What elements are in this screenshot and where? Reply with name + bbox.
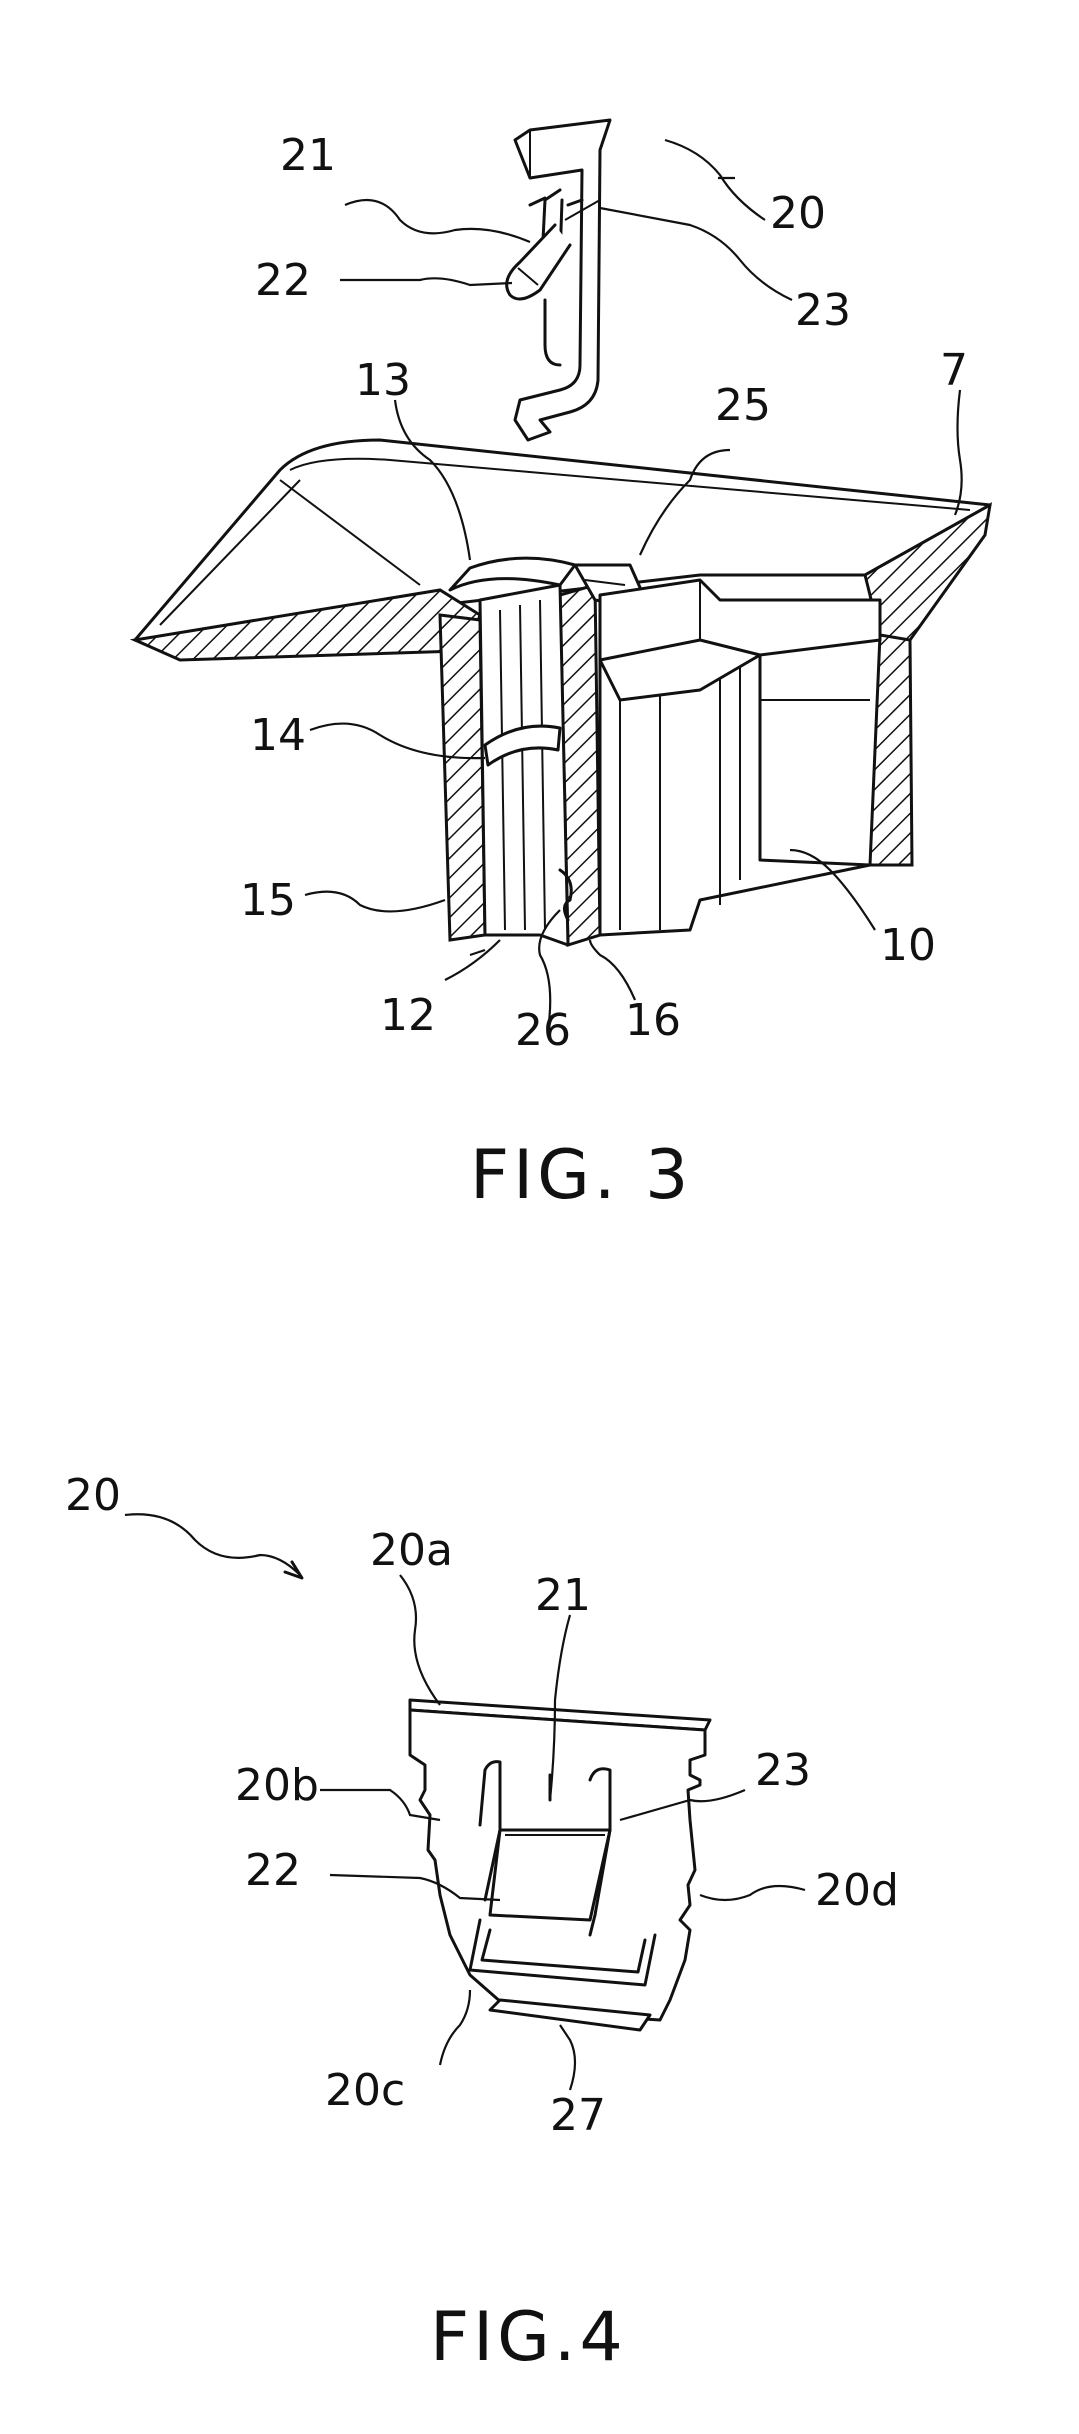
label-21: 21 <box>280 130 336 181</box>
housing-7 <box>135 440 990 945</box>
label-23-fig4: 23 <box>755 1745 811 1796</box>
figure-4: 20 20a 21 20b 23 22 20d 20c 27 FIG.4 <box>65 1470 899 2377</box>
label-15: 15 <box>240 875 296 926</box>
label-7: 7 <box>940 345 968 396</box>
label-16: 16 <box>625 995 681 1046</box>
figure-caption-3: FIG. 3 <box>470 1136 692 1215</box>
label-22: 22 <box>255 255 311 306</box>
label-20b: 20b <box>235 1760 319 1811</box>
label-20: 20 <box>770 188 826 239</box>
clip-plate-20 <box>410 1700 710 2030</box>
label-27: 27 <box>550 2090 606 2141</box>
label-10: 10 <box>880 920 936 971</box>
label-22-fig4: 22 <box>245 1845 301 1896</box>
clip-component-20 <box>507 120 610 440</box>
label-20d: 20d <box>815 1865 899 1916</box>
label-25: 25 <box>715 380 771 431</box>
label-12: 12 <box>380 990 436 1041</box>
leader-20 <box>125 1514 300 1575</box>
label-13: 13 <box>355 355 411 406</box>
figure-caption-4: FIG.4 <box>430 2298 627 2377</box>
label-20a: 20a <box>370 1525 453 1576</box>
label-23: 23 <box>795 285 851 336</box>
label-21-fig4: 21 <box>535 1570 591 1621</box>
label-20-fig4: 20 <box>65 1470 121 1521</box>
label-14: 14 <box>250 710 306 761</box>
label-26: 26 <box>515 1005 571 1056</box>
figure-3: 20 21 22 23 7 13 25 14 15 10 12 26 16 FI… <box>135 120 990 1215</box>
label-20c: 20c <box>325 2065 405 2116</box>
